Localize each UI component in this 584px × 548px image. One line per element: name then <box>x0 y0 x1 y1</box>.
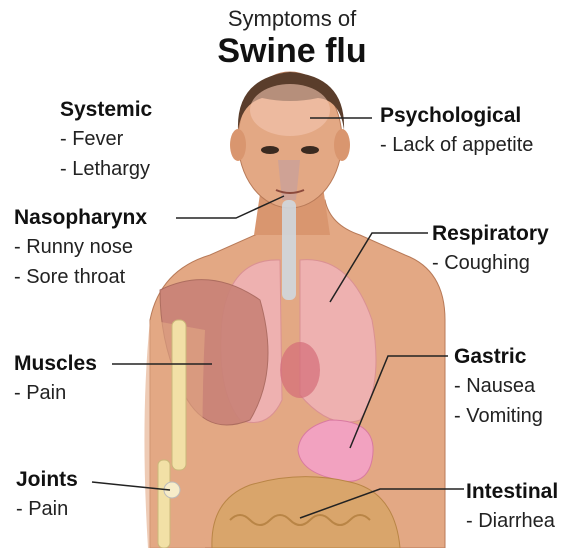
group-heading: Respiratory <box>432 220 549 248</box>
right-eye <box>301 146 319 154</box>
symptom-item: - Sore throat <box>14 262 147 292</box>
symptom-item: - Pain <box>14 378 97 408</box>
left-eye <box>261 146 279 154</box>
group-muscles: Muscles - Pain <box>14 350 97 408</box>
title-line-2: Swine flu <box>0 32 584 71</box>
group-heading: Muscles <box>14 350 97 378</box>
group-heading: Systemic <box>60 96 152 124</box>
group-psychological: Psychological - Lack of appetite <box>380 102 533 160</box>
left-ear <box>230 129 246 161</box>
symptom-item: - Vomiting <box>454 401 543 431</box>
group-intestinal: Intestinal - Diarrhea <box>466 478 558 536</box>
trachea <box>282 200 296 300</box>
group-heading: Nasopharynx <box>14 204 147 232</box>
symptom-item: - Pain <box>16 494 78 524</box>
group-gastric: Gastric - Nausea - Vomiting <box>454 343 543 431</box>
group-systemic: Systemic - Fever - Lethargy <box>60 96 152 184</box>
forearm-bone <box>158 460 170 548</box>
heart <box>280 342 320 398</box>
group-respiratory: Respiratory - Coughing <box>432 220 549 278</box>
symptom-item: - Runny nose <box>14 232 147 262</box>
symptom-item: - Lack of appetite <box>380 130 533 160</box>
symptom-item: - Fever <box>60 124 152 154</box>
group-nasopharynx: Nasopharynx - Runny nose - Sore throat <box>14 204 147 292</box>
symptom-item: - Diarrhea <box>466 506 558 536</box>
right-ear <box>334 129 350 161</box>
humerus <box>172 320 186 470</box>
title-line-1: Symptoms of <box>0 6 584 32</box>
group-heading: Joints <box>16 466 78 494</box>
symptom-item: - Lethargy <box>60 154 152 184</box>
group-heading: Gastric <box>454 343 543 371</box>
group-joints: Joints - Pain <box>16 466 78 524</box>
symptom-item: - Nausea <box>454 371 543 401</box>
brain <box>250 84 330 136</box>
symptom-item: - Coughing <box>432 248 549 278</box>
group-heading: Intestinal <box>466 478 558 506</box>
group-heading: Psychological <box>380 102 533 130</box>
